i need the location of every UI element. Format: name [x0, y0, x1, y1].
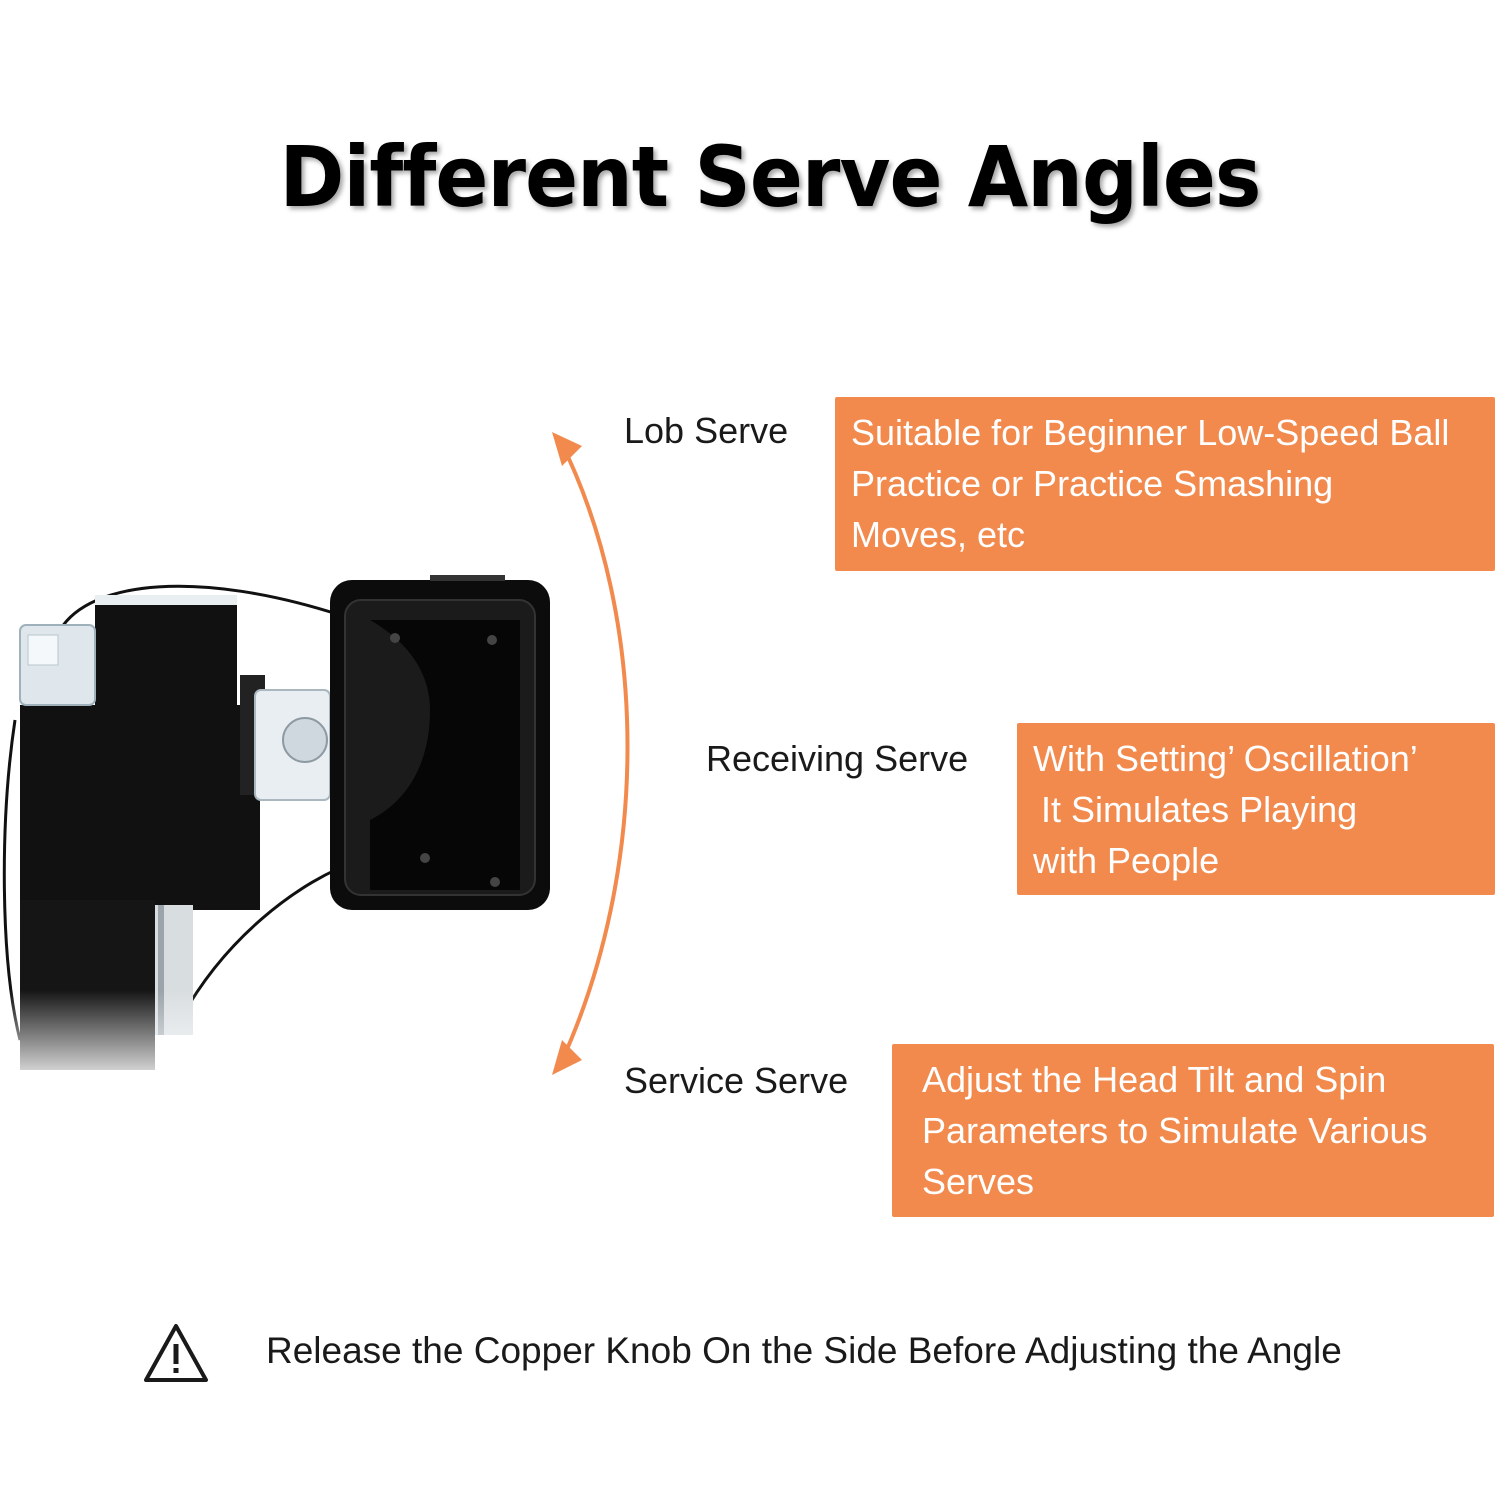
- double-arrow-arc-icon: [552, 432, 630, 1075]
- description-line: Serves: [922, 1161, 1035, 1202]
- description-line: Parameters to Simulate Various: [922, 1110, 1428, 1151]
- warning-triangle-icon: [144, 1324, 208, 1382]
- service-serve-description: Adjust the Head Tilt and Spin Parameters…: [892, 1044, 1494, 1217]
- description-line: with People: [1033, 840, 1220, 881]
- receiving-serve-label: Receiving Serve: [706, 738, 969, 779]
- description-line: It Simulates Playing: [1041, 789, 1358, 830]
- lob-serve-label: Lob Serve: [624, 410, 789, 451]
- description-line: With Setting’ Oscillation’: [1033, 738, 1418, 779]
- description-line: Practice or Practice Smashing: [851, 463, 1334, 504]
- robot-machine-image: [0, 575, 560, 1090]
- description-line: Suitable for Beginner Low-Speed Ball: [851, 412, 1450, 453]
- receiving-serve-description: With Setting’ Oscillation’ It Simulates …: [1017, 723, 1495, 895]
- adjustment-note: Release the Copper Knob On the Side Befo…: [266, 1330, 1342, 1371]
- description-line: Moves, etc: [851, 514, 1026, 555]
- description-line: Adjust the Head Tilt and Spin: [922, 1059, 1387, 1100]
- service-serve-label: Service Serve: [624, 1060, 849, 1101]
- lob-serve-description: Suitable for Beginner Low-Speed Ball Pra…: [835, 397, 1495, 571]
- page-title: Different Serve Angles: [279, 128, 1262, 226]
